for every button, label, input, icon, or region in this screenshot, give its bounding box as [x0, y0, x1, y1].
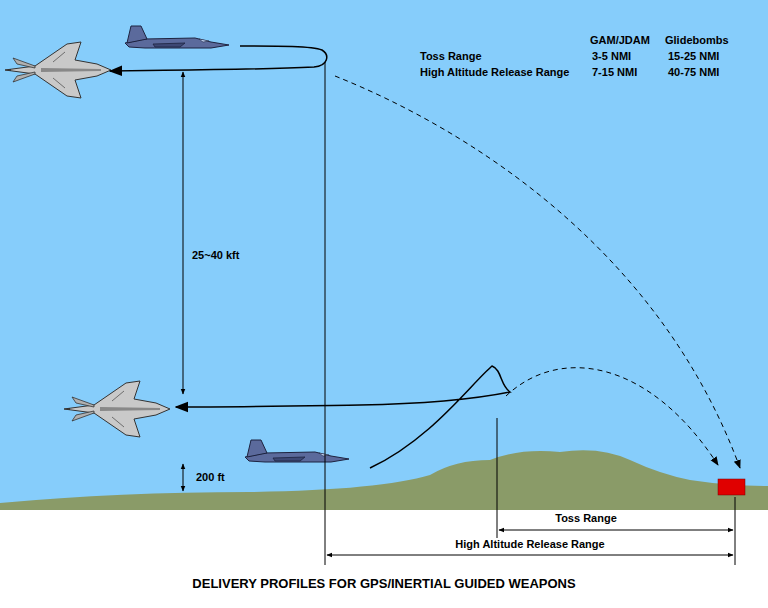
- range-dimension: Toss Range: [555, 512, 617, 524]
- range-dimension: High Altitude Release Range: [455, 538, 604, 550]
- table-cell: 7-15 NMI: [592, 66, 637, 78]
- table-row-label: High Altitude Release Range: [420, 66, 569, 78]
- table-header: Glidebombs: [665, 34, 729, 46]
- table-cell: 3-5 NMI: [592, 50, 631, 62]
- diagram-title: DELIVERY PROFILES FOR GPS/INERTIAL GUIDE…: [192, 577, 575, 591]
- altitude-dimension: 200 ft: [196, 471, 225, 483]
- altitude-dimension: 25~40 kft: [192, 249, 239, 261]
- table-row-label: Toss Range: [420, 50, 482, 62]
- table-header: GAM/JDAM: [590, 34, 650, 46]
- table-cell: 15-25 NMI: [668, 50, 719, 62]
- table-cell: 40-75 NMI: [668, 66, 719, 78]
